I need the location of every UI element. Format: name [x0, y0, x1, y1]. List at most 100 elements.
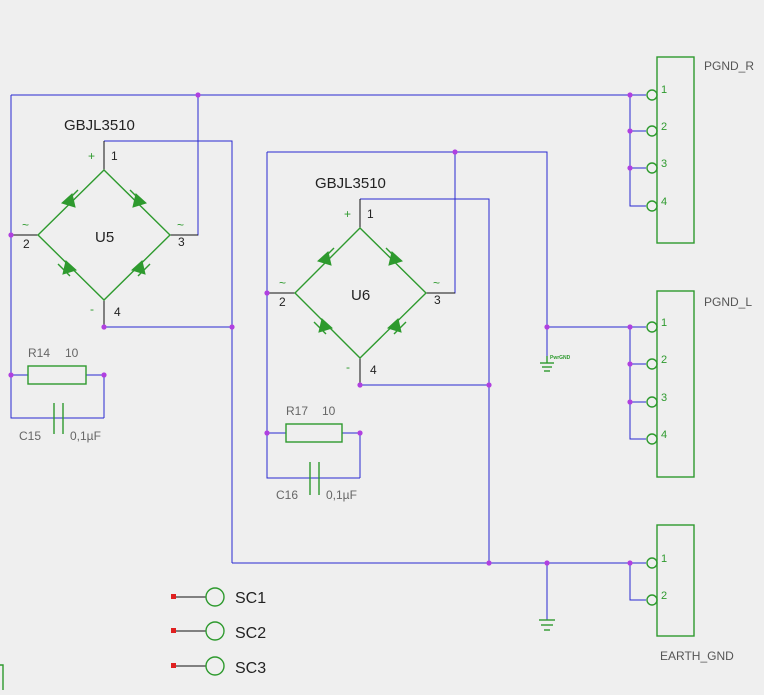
- junction-dot: [101, 324, 107, 330]
- pgnd-l-pin-3: 3: [661, 392, 667, 404]
- u6-diode-icon: [317, 251, 332, 266]
- u5-diode-bar: [137, 263, 151, 277]
- wire-u5-pin3[interactable]: [180, 95, 199, 236]
- connector-pgnd-l[interactable]: 1 2 3 4 PGND_L: [646, 290, 752, 478]
- wire-u6-pin3[interactable]: [437, 152, 456, 294]
- u5-pin-4: 4: [114, 305, 121, 319]
- r17-body: [285, 423, 343, 443]
- u6-pin-2: 2: [279, 295, 286, 309]
- junction-dot: [8, 372, 14, 378]
- u6-part-label: GBJL3510: [315, 175, 386, 192]
- u5-pin-1: 1: [111, 149, 118, 163]
- offscreen-component-edge: [0, 664, 4, 690]
- resistor-r14[interactable]: R14 10: [27, 346, 87, 385]
- c16-value: 0,1µF: [326, 488, 357, 502]
- u6-diode-bar: [393, 321, 407, 335]
- wire-pgnd-r-bus[interactable]: [629, 95, 646, 207]
- bridge-u5[interactable]: GBJL3510 U5 1 2 3 4 + ~ ~ -: [11, 117, 198, 327]
- junction-dot: [544, 560, 550, 566]
- u6-ac-right-mark: ~: [433, 276, 440, 290]
- pgnd-r-pin-circle: [646, 125, 658, 137]
- earth-gnd-symbol[interactable]: [539, 619, 555, 631]
- wire-u6-top[interactable]: [267, 151, 548, 327]
- earth-gnd-pin-circle: [646, 557, 658, 569]
- pgnd-r-label: PGND_R: [704, 59, 754, 73]
- u5-plus-mark: +: [88, 149, 95, 163]
- pwrgnd-symbol[interactable]: PwrGND: [540, 355, 571, 372]
- junction-dot: [544, 324, 550, 330]
- junction-dot: [627, 165, 633, 171]
- junction-dot: [627, 361, 633, 367]
- port-circle-icon: [205, 656, 225, 676]
- port-label: SC1: [235, 590, 266, 607]
- port-marker-icon: [171, 628, 176, 633]
- port-sc3[interactable]: SC3: [171, 656, 266, 677]
- earth-gnd-body: [656, 524, 695, 637]
- junction-dot: [264, 430, 270, 436]
- connector-pgnd-r[interactable]: 1 2 3 4 PGND_R: [646, 56, 754, 244]
- wire-u5-left-loop[interactable]: [10, 95, 104, 419]
- port-circle-icon: [205, 621, 225, 641]
- pgnd-r-pin-3: 3: [661, 158, 667, 170]
- pgnd-l-label: PGND_L: [704, 295, 752, 309]
- junction-dot: [627, 324, 633, 330]
- pgnd-r-pin-circle: [646, 162, 658, 174]
- r17-designator: R17: [286, 404, 308, 418]
- u6-plus-mark: +: [344, 207, 351, 221]
- u6-pin-3: 3: [434, 293, 441, 307]
- u5-pin-2: 2: [23, 237, 30, 251]
- pgnd-r-pin-2: 2: [661, 121, 667, 133]
- junction-dot: [486, 560, 492, 566]
- junction-dot: [357, 430, 363, 436]
- wires: [10, 94, 646, 620]
- wire-pgnd-l-bus[interactable]: [629, 327, 646, 440]
- wire-u5-pin1[interactable]: [104, 140, 233, 563]
- connector-earth-gnd[interactable]: 1 2 EARTH_GND: [646, 524, 734, 663]
- junction-dot: [486, 382, 492, 388]
- u6-designator: U6: [351, 287, 370, 304]
- port-marker-icon: [171, 663, 176, 668]
- wire-u6-left-loop[interactable]: [266, 152, 360, 479]
- c16-designator: C16: [276, 488, 298, 502]
- pgnd-r-pin-4: 4: [661, 196, 667, 208]
- capacitor-c16[interactable]: C16 0,1µF: [276, 462, 357, 502]
- pgnd-l-pin-circle: [646, 396, 658, 408]
- pgnd-l-pin-1: 1: [661, 317, 667, 329]
- port-marker-icon: [171, 594, 176, 599]
- u6-diode-bar: [321, 247, 335, 261]
- u5-ac-right-mark: ~: [177, 218, 184, 232]
- pgnd-l-pin-circle: [646, 321, 658, 333]
- u5-diode-bar: [129, 189, 143, 203]
- u6-bridge-diamond: [294, 227, 427, 359]
- pwrgnd-label: PwrGND: [550, 355, 571, 361]
- u6-diode-bar: [313, 321, 327, 335]
- resistor-r17[interactable]: R17 10: [285, 404, 343, 443]
- port-label: SC2: [235, 625, 266, 642]
- junction-dot: [627, 399, 633, 405]
- pgnd-l-pin-circle: [646, 433, 658, 445]
- u5-diode-icon: [132, 193, 147, 208]
- bridge-u6[interactable]: GBJL3510 U6 1 2 3 4 + ~ ~ -: [267, 175, 455, 385]
- pgnd-r-body: [656, 56, 695, 244]
- junction-dot: [195, 92, 201, 98]
- c15-designator: C15: [19, 429, 41, 443]
- pgnd-r-pin-circle: [646, 89, 658, 101]
- junction-dot: [8, 232, 14, 238]
- u6-pin-4: 4: [370, 363, 377, 377]
- port-sc2[interactable]: SC2: [171, 621, 266, 642]
- wire-earth-bus[interactable]: [629, 563, 646, 601]
- earth-gnd-pin-1: 1: [661, 553, 667, 565]
- port-sc1[interactable]: SC1: [171, 587, 266, 607]
- pgnd-l-pin-circle: [646, 358, 658, 370]
- wire-u6-pin1[interactable]: [360, 198, 490, 563]
- u6-ac-left-mark: ~: [279, 276, 286, 290]
- u6-diode-icon: [318, 318, 333, 333]
- junction-dot: [627, 92, 633, 98]
- port-circle-icon: [205, 587, 225, 607]
- junction-dot: [264, 290, 270, 296]
- capacitor-c15[interactable]: C15 0,1µF: [19, 403, 101, 443]
- pgnd-l-body: [656, 290, 695, 478]
- u6-diode-icon: [387, 318, 402, 333]
- pgnd-r-pin-1: 1: [661, 84, 667, 96]
